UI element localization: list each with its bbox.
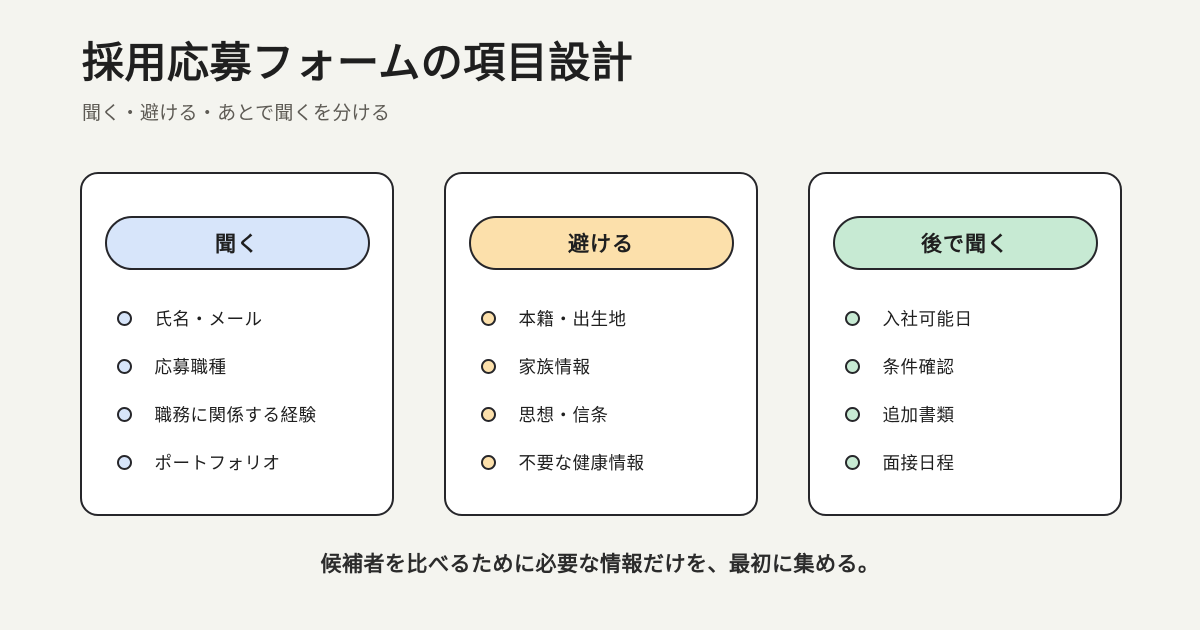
bullet-circle-icon — [116, 406, 132, 422]
bullet-circle-icon — [116, 454, 132, 470]
item-list-ask: 氏名・メール 応募職種 職務に関係する経験 ポートフォリオ — [105, 294, 370, 486]
category-card-later: 後で聞く 入社可能日 条件確認 追加書類 面接日程 — [808, 172, 1122, 516]
bullet-circle-icon — [116, 310, 132, 326]
list-item-label: 思想・信条 — [518, 404, 609, 425]
category-badge-later: 後で聞く — [832, 216, 1098, 270]
list-item-label: 本籍・出生地 — [518, 308, 627, 329]
bullet-circle-icon — [480, 454, 496, 470]
list-item-label: 職務に関係する経験 — [154, 404, 317, 425]
list-item-label: 氏名・メール — [154, 308, 263, 329]
bullet-circle-icon — [844, 358, 860, 374]
list-item-label: 応募職種 — [154, 356, 227, 377]
list-item: 氏名・メール — [105, 294, 370, 342]
list-item: 職務に関係する経験 — [105, 390, 370, 438]
category-badge-label: 後で聞く — [921, 233, 1009, 256]
list-item-label: 面接日程 — [882, 452, 955, 473]
list-item-label: 条件確認 — [882, 356, 955, 377]
list-item-label: ポートフォリオ — [154, 452, 281, 473]
list-item: 条件確認 — [833, 342, 1098, 390]
bullet-circle-icon — [116, 358, 132, 374]
page-title: 採用応募フォームの項目設計 — [82, 39, 634, 86]
list-item-label: 家族情報 — [518, 356, 591, 377]
bullet-circle-icon — [480, 406, 496, 422]
page-subtitle: 聞く・避ける・あとで聞くを分ける — [82, 102, 391, 124]
list-item: 入社可能日 — [833, 294, 1098, 342]
list-item: 不要な健康情報 — [469, 438, 734, 486]
list-item-label: 不要な健康情報 — [518, 452, 645, 473]
list-item: 本籍・出生地 — [469, 294, 734, 342]
list-item: ポートフォリオ — [105, 438, 370, 486]
list-item: 面接日程 — [833, 438, 1098, 486]
bullet-circle-icon — [844, 454, 860, 470]
category-badge-label: 避ける — [568, 233, 634, 256]
list-item-label: 入社可能日 — [882, 308, 973, 329]
list-item: 思想・信条 — [469, 390, 734, 438]
bullet-circle-icon — [480, 358, 496, 374]
list-item: 応募職種 — [105, 342, 370, 390]
bullet-circle-icon — [844, 310, 860, 326]
category-badge-avoid: 避ける — [468, 216, 734, 270]
category-badge-ask: 聞く — [104, 216, 370, 270]
bullet-circle-icon — [480, 310, 496, 326]
footer-note: 候補者を比べるために必要な情報だけを、最初に集める。 — [320, 553, 880, 576]
category-card-ask: 聞く 氏名・メール 応募職種 職務に関係する経験 ポートフォリオ — [80, 172, 394, 516]
item-list-avoid: 本籍・出生地 家族情報 思想・信条 不要な健康情報 — [469, 294, 734, 486]
list-item: 追加書類 — [833, 390, 1098, 438]
bullet-circle-icon — [844, 406, 860, 422]
category-badge-label: 聞く — [215, 233, 259, 256]
category-card-avoid: 避ける 本籍・出生地 家族情報 思想・信条 不要な健康情報 — [444, 172, 758, 516]
card-row: 聞く 氏名・メール 応募職種 職務に関係する経験 ポートフォリオ — [80, 172, 1122, 516]
list-item: 家族情報 — [469, 342, 734, 390]
list-item-label: 追加書類 — [882, 404, 955, 425]
item-list-later: 入社可能日 条件確認 追加書類 面接日程 — [833, 294, 1098, 486]
header: 採用応募フォームの項目設計 聞く・避ける・あとで聞くを分ける — [82, 38, 1122, 126]
